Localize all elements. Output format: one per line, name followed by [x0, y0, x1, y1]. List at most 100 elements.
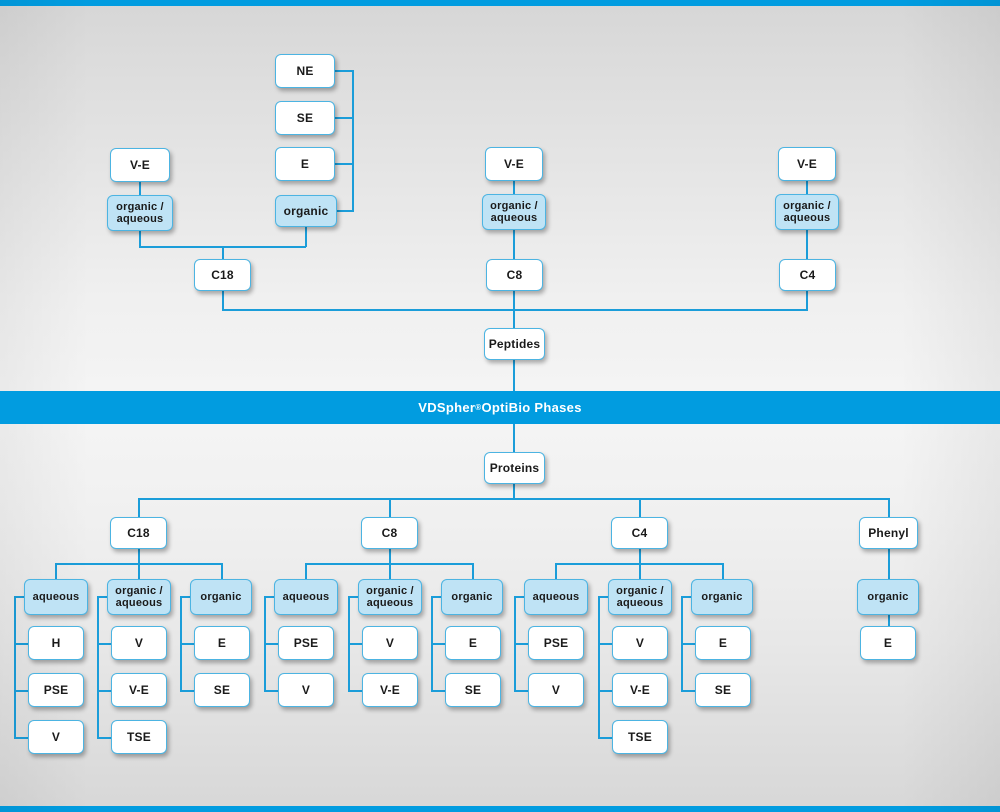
peptides-c4-organic-aqueous[interactable]: organic / aqueous — [775, 194, 839, 230]
connector-c8-aqueous-stub-0 — [264, 596, 276, 598]
proteins-c18-orgaq-item-1[interactable]: V-E — [111, 673, 167, 707]
proteins-c8-mode-organic-aqueous[interactable]: organic / aqueous — [358, 579, 422, 615]
proteins-c18-aqueous-item-0[interactable]: H — [28, 626, 84, 660]
connector-phenyl-to-organic — [888, 549, 890, 579]
proteins-c8-orgaq-item-1[interactable]: V-E — [362, 673, 418, 707]
mode-line-2: aqueous — [616, 597, 664, 609]
connector-c18-organic-stub-2 — [180, 690, 194, 692]
connector-c8-orgaq-stub-1 — [348, 643, 362, 645]
proteins-c18-mode-organic-aqueous[interactable]: organic / aqueous — [107, 579, 171, 615]
connector-c8-orgaq-stub-0 — [348, 596, 360, 598]
connector-e-stub — [335, 163, 354, 165]
connector-bus-to-c18 — [138, 498, 140, 518]
proteins-c18-mode-aqueous[interactable]: aqueous — [24, 579, 88, 615]
proteins-c8-orgaq-item-0[interactable]: V — [362, 626, 418, 660]
connector-c8-ve-to-orgaq — [513, 181, 515, 194]
peptides-c18-organic-se[interactable]: SE — [275, 101, 335, 135]
banner-brand: VDSpher — [418, 400, 476, 415]
peptides-c18-organic-e[interactable]: E — [275, 147, 335, 181]
connector-c8-orgaq-to-c8 — [513, 230, 515, 260]
proteins-phenyl-organic-item-0[interactable]: E — [860, 626, 916, 660]
connector-c4-fan-organic — [722, 563, 724, 580]
connector-c8-fan-aqueous — [305, 563, 307, 580]
connector-c18-aqueous-stub-0 — [14, 596, 26, 598]
proteins-c4-orgaq-item-0[interactable]: V — [612, 626, 668, 660]
peptides-phase-c18[interactable]: C18 — [194, 259, 251, 291]
mode-line-2: aqueous — [490, 212, 538, 224]
proteins-c4-mode-organic-aqueous[interactable]: organic / aqueous — [608, 579, 672, 615]
mode-line-1: organic / — [616, 584, 664, 597]
proteins-c18-mode-organic[interactable]: organic — [190, 579, 252, 615]
proteins-c18-aqueous-item-2[interactable]: V — [28, 720, 84, 754]
mode-line-2: aqueous — [115, 597, 163, 609]
connector-bus-to-c4 — [639, 498, 641, 518]
proteins-c4-mode-aqueous[interactable]: aqueous — [524, 579, 588, 615]
peptides-c4-ve[interactable]: V-E — [778, 147, 836, 181]
connector-c18-orgaq-rail — [97, 597, 99, 739]
proteins-c8-organic-item-0[interactable]: E — [445, 626, 501, 660]
connector-c4-orgaq-stub-1 — [598, 643, 612, 645]
connector-c4-orgaq-stub-3 — [598, 737, 612, 739]
connector-c8-fan-drop — [389, 549, 391, 564]
peptides-root[interactable]: Peptides — [484, 328, 545, 360]
connector-organic-stub — [337, 210, 354, 212]
connector-c4-aqueous-stub-2 — [514, 690, 528, 692]
proteins-c8-organic-item-1[interactable]: SE — [445, 673, 501, 707]
proteins-root[interactable]: Proteins — [484, 452, 545, 484]
peptides-phase-c4[interactable]: C4 — [779, 259, 836, 291]
connector-ve-to-orgaq-left — [139, 182, 141, 195]
mode-line-2: aqueous — [116, 213, 164, 225]
proteins-phenyl-mode-organic[interactable]: organic — [857, 579, 919, 615]
proteins-c4-aqueous-item-1[interactable]: V — [528, 673, 584, 707]
connector-bus-to-phenyl — [888, 498, 890, 518]
proteins-phase-phenyl[interactable]: Phenyl — [859, 517, 918, 549]
mode-line-1: organic / — [366, 584, 414, 597]
proteins-c4-organic-item-0[interactable]: E — [695, 626, 751, 660]
connector-c4-aqueous-stub-1 — [514, 643, 528, 645]
section-banner: VDSpher® OptiBio Phases — [0, 391, 1000, 424]
proteins-c4-organic-item-1[interactable]: SE — [695, 673, 751, 707]
connector-c18-orgaq-stub-1 — [97, 643, 111, 645]
proteins-c18-organic-item-1[interactable]: SE — [194, 673, 250, 707]
proteins-c18-organic-item-0[interactable]: E — [194, 626, 250, 660]
proteins-c18-orgaq-item-0[interactable]: V — [111, 626, 167, 660]
peptides-c18-organic-ne[interactable]: NE — [275, 54, 335, 88]
connector-c18-drop — [222, 246, 224, 260]
proteins-c4-mode-organic[interactable]: organic — [691, 579, 753, 615]
proteins-c8-mode-organic[interactable]: organic — [441, 579, 503, 615]
connector-banner-to-proteins — [513, 424, 515, 454]
proteins-c4-orgaq-item-2[interactable]: TSE — [612, 720, 668, 754]
top-accent-bar — [0, 0, 1000, 6]
proteins-phase-c8[interactable]: C8 — [361, 517, 418, 549]
proteins-c4-orgaq-item-1[interactable]: V-E — [612, 673, 668, 707]
peptides-c8-organic-aqueous[interactable]: organic / aqueous — [482, 194, 546, 230]
proteins-phase-c18[interactable]: C18 — [110, 517, 167, 549]
peptides-c18-aqueous-ve[interactable]: V-E — [110, 148, 170, 182]
connector-c4-fan-drop — [639, 549, 641, 564]
proteins-c18-aqueous-item-1[interactable]: PSE — [28, 673, 84, 707]
peptides-c18-organic-aqueous[interactable]: organic / aqueous — [107, 195, 173, 231]
connector-c4-organic-stub-2 — [681, 690, 695, 692]
connector-c18-orgaq-stub-3 — [97, 737, 111, 739]
connector-bus-to-peptides — [513, 309, 515, 328]
proteins-phase-c4[interactable]: C4 — [611, 517, 668, 549]
connector-proteins-bus — [138, 498, 889, 500]
proteins-c18-orgaq-item-2[interactable]: TSE — [111, 720, 167, 754]
peptides-c8-ve[interactable]: V-E — [485, 147, 543, 181]
peptides-c18-organic[interactable]: organic — [275, 195, 337, 227]
connector-c4-orgaq-stub-0 — [598, 596, 610, 598]
connector-c4-fan-orgaq — [639, 563, 641, 580]
connector-c8-fan-orgaq — [389, 563, 391, 580]
proteins-c8-aqueous-item-1[interactable]: V — [278, 673, 334, 707]
proteins-c4-aqueous-item-0[interactable]: PSE — [528, 626, 584, 660]
proteins-c8-aqueous-item-0[interactable]: PSE — [278, 626, 334, 660]
connector-c8-organic-stub-1 — [431, 643, 445, 645]
peptides-phase-c8[interactable]: C8 — [486, 259, 543, 291]
bottom-accent-bar — [0, 806, 1000, 812]
connector-c8-to-bus — [513, 291, 515, 310]
connector-c8-organic-stub-0 — [431, 596, 443, 598]
connector-c18-orgaq-stub-0 — [97, 596, 109, 598]
connector-c4-aqueous-stub-0 — [514, 596, 526, 598]
proteins-c8-mode-aqueous[interactable]: aqueous — [274, 579, 338, 615]
